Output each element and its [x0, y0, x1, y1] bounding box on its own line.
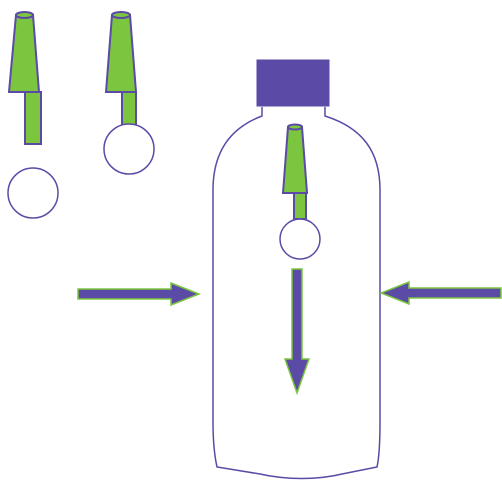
dropper-1-tip-cap-icon: [15, 11, 34, 19]
bottle-cap-icon: [256, 59, 330, 107]
bottle: [212, 59, 381, 480]
dropper-1-stem-icon: [24, 91, 42, 145]
dropper-1-bulb-icon: [7, 167, 59, 219]
inner-dropper-bulb-icon: [279, 218, 321, 260]
arrow-down-icon: [283, 268, 311, 396]
arrow-right-icon: [77, 281, 202, 307]
dropper-2-stem-icon: [121, 91, 137, 127]
inner-dropper: [279, 123, 321, 260]
inner-dropper-tip-icon: [281, 126, 309, 194]
dropper-2-bulb-icon: [103, 123, 155, 175]
inner-dropper-stem-icon: [293, 192, 307, 220]
dropper-1: [7, 11, 59, 219]
dropper-2: [103, 11, 155, 175]
dropper-2-tip-icon: [104, 14, 138, 93]
arrow-left-icon: [378, 280, 502, 306]
bottle-body-icon: [212, 107, 381, 480]
dropper-2-tip-cap-icon: [111, 11, 131, 19]
inner-dropper-tip-cap-icon: [287, 123, 303, 131]
